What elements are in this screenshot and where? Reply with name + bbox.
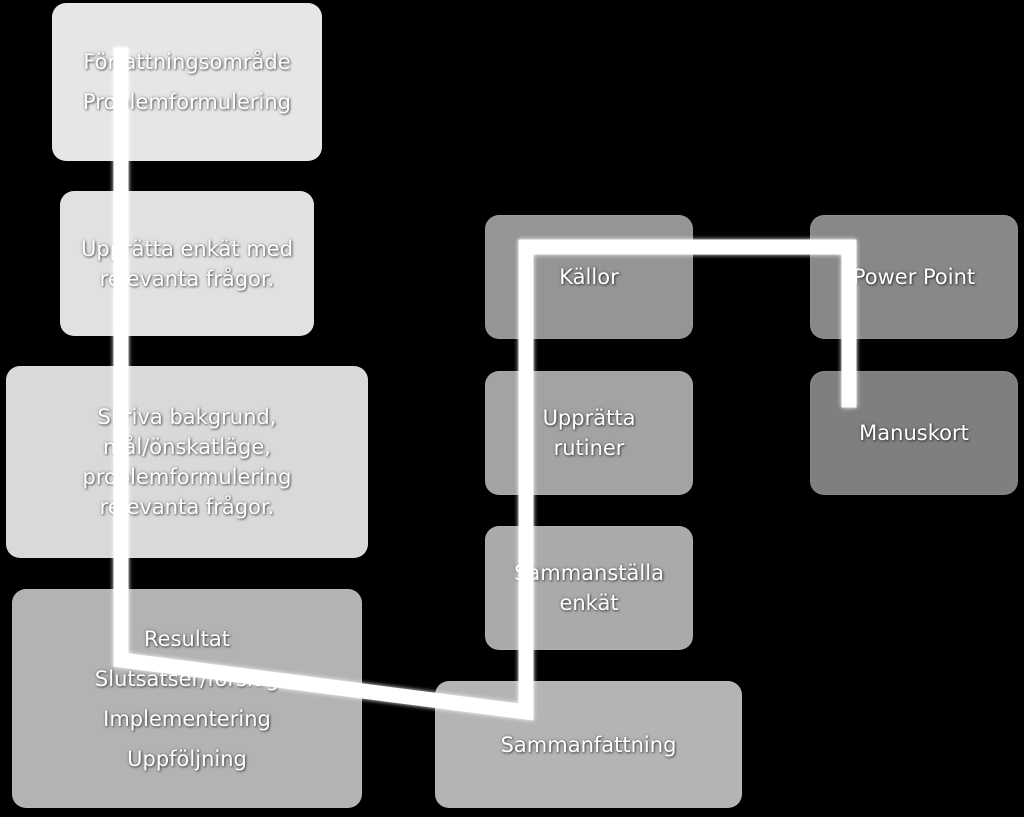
box-text: Manuskort [859, 421, 969, 445]
box-forfattningsomrade: Författningsområde Problemformulering [52, 3, 322, 161]
box-text: Upprätta [542, 406, 636, 430]
box-text: Implementering [103, 706, 271, 731]
box-text: rutiner [553, 436, 625, 460]
box-resultat: Resultat Slutsatser/förslag Implementeri… [12, 589, 362, 808]
box-text: Resultat [144, 626, 230, 651]
box-text: relevanta frågor. [99, 266, 275, 291]
box-skriva-bakgrund: Skriva bakgrund, mål/önskatläge, problem… [6, 366, 368, 558]
box-text: Sammanfattning [500, 732, 677, 757]
box-text: enkät [559, 591, 619, 615]
box-text: Power Point [852, 265, 976, 289]
box-text: Sammanställa [514, 561, 664, 585]
box-text: Källor [559, 265, 619, 289]
box-text: Uppföljning [127, 746, 247, 771]
box-text: mål/önskatläge, [103, 435, 271, 459]
box-text: relevanta frågor. [99, 495, 275, 519]
connector-polyline [113, 47, 857, 721]
